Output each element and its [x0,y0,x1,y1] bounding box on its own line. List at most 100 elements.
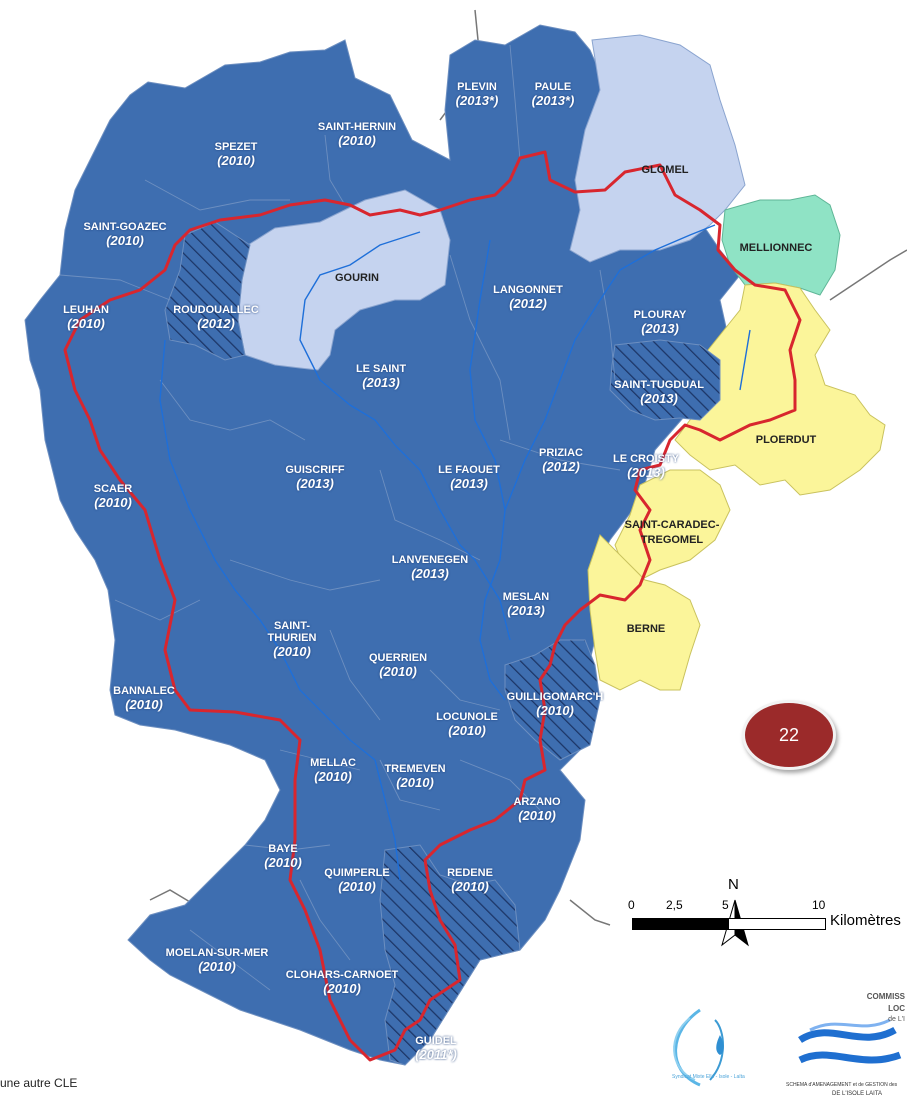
label-spezet: SPEZET(2010) [215,140,258,168]
commune-name: SAINT- THURIEN [267,620,317,644]
north-label: N [728,876,739,893]
label-mellac: MELLAC(2010) [310,756,356,784]
commune-name: LANGONNET [493,284,563,296]
commune-name: GUILLIGOMARC'H [506,691,604,703]
commune-year: (2013) [507,603,545,618]
syndicat-logo [654,990,776,1094]
commune-year: (2010) [273,644,311,659]
commune-year: (2010) [125,697,163,712]
label-guidel: GUIDEL(2011*) [415,1034,457,1062]
gourin-area [237,189,451,371]
label-lanvenegen: LANVENEGEN(2013) [392,553,468,581]
commune-name: PAULE [534,81,572,93]
label-le-saint: LE SAINT(2013) [356,362,406,390]
commune-name: PLOURAY [633,309,687,321]
commune-name: GUISCRIFF [285,464,345,476]
commission-logo-line: COMMISS [866,992,905,1001]
commune-year: (2012) [197,316,235,331]
scale-tick: 2,5 [666,898,683,912]
commission-logo-line: LOC [888,1004,905,1013]
commune-name: SAINT-CARADEC- TREGOMEL [624,519,720,546]
commune-name: ARZANO [513,796,561,808]
syndicat-logo-block: Syndicat Mixte Ellé - Isole - Laïta [654,990,776,1094]
label-saint-hernin: SAINT-HERNIN(2010) [318,120,396,148]
commune-year: (2013) [411,566,449,581]
label-berne: BERNE [627,622,666,636]
commune-year: (2012) [542,459,580,474]
commune-year: (2011*) [415,1047,457,1062]
commune-year: (2010) [536,703,574,718]
label-querrien: QUERRIEN(2010) [369,651,427,679]
label-langonnet: LANGONNET(2012) [493,283,563,311]
commune-year: (2010) [94,495,132,510]
commission-logo-line: DE L'ISOLE LAITA [832,1091,883,1097]
commune-year: (2013) [296,476,334,491]
label-plouray: PLOURAY(2013) [634,308,687,336]
commune-name: LE FAOUET [438,464,500,476]
label-arzano: ARZANO(2010) [513,795,560,823]
commune-year: (2010) [396,775,434,790]
commission-logo-line: de L'I [888,1016,905,1023]
label-mellionnec: MELLIONNEC [740,241,813,255]
commune-name: MELLAC [310,757,356,769]
label-saint-goazec: SAINT-GOAZEC(2010) [83,220,166,248]
label-roudouallec: ROUDOUALLEC(2012) [173,303,259,331]
commission-logo-line: SCHEMA d'AMENAGEMENT et de GESTION des [786,1082,898,1088]
commune-year: (2013) [640,391,678,406]
label-quimperle: QUIMPERLE(2010) [324,866,389,894]
commune-name: CLOHARS-CARNOET [285,969,399,981]
commune-name: PRIZIAC [539,447,583,459]
label-glomel: GLOMEL [641,163,688,177]
commune-name: SAINT-GOAZEC [83,221,167,233]
commune-name: BAYE [268,843,298,855]
saint-caradec-area [614,469,731,581]
commune-name: LANVENEGEN [391,554,469,566]
label-scaer: SCAER(2010) [94,482,133,510]
berne-area [587,534,701,691]
label-saint-thurien: SAINT- THURIEN(2010) [268,620,317,660]
commune-year: (2010) [323,981,361,996]
label-saint-tugdual: SAINT-TUGDUAL(2013) [614,378,704,406]
commune-year: (2010) [314,769,352,784]
commission-logo-block: COMMISS LOC de L'I SCHEMA d'AMENAGEMENT … [784,984,907,1102]
label-meslan: MESLAN(2013) [503,590,549,618]
commune-name: MOELAN-SUR-MER [165,947,269,959]
label-guiscriff: GUISCRIFF(2013) [285,463,344,491]
label-priziac: PRIZIAC(2012) [539,446,583,474]
scale-bar-graphic [632,918,826,930]
commune-boundaries [59,44,621,991]
label-tremeven: TREMEVEN(2010) [384,762,445,790]
sage-boundary [63,150,802,1062]
saint-tugdual-hatch [609,339,721,421]
label-saint-caradec: SAINT-CARADEC- TREGOMEL [625,518,720,548]
page-number: 22 [778,724,800,745]
commune-year: (2010) [264,855,302,870]
label-paule: PAULE(2013*) [532,80,575,108]
commune-name: LEUHAN [63,304,109,316]
commune-year: (2010) [217,153,255,168]
commune-name: SPEZET [214,141,258,153]
commune-year: (2010) [448,723,486,738]
commune-name: BANNALEC [113,685,175,697]
label-leuhan: LEUHAN(2010) [63,303,109,331]
commune-name: GOURIN [335,272,379,284]
commune-name: QUERRIEN [368,652,428,664]
label-baye: BAYE(2010) [264,842,302,870]
commune-name: PLOERDUT [755,434,817,446]
scale-tick: 10 [812,898,826,912]
commune-year: (2010) [338,133,376,148]
commune-name: BERNE [626,623,666,635]
commune-year: (2013*) [531,93,575,108]
label-clohars: CLOHARS-CARNOET(2010) [286,968,398,996]
rivers [159,224,751,881]
guidel-hatch [379,844,521,1066]
commune-year: (2013*) [455,93,499,108]
commune-name: LE CROISTY [612,453,680,465]
label-ploerdut: PLOERDUT [756,433,817,447]
commune-name: SCAER [93,483,133,495]
page-number-badge: 22 [742,700,836,770]
scale-bar: 0 2,5 5 10 Kilomètres [622,898,907,948]
commune-name: MELLIONNEC [739,242,813,254]
commune-year: (2013) [627,465,665,480]
label-plevin: PLEVIN(2013*) [456,80,499,108]
